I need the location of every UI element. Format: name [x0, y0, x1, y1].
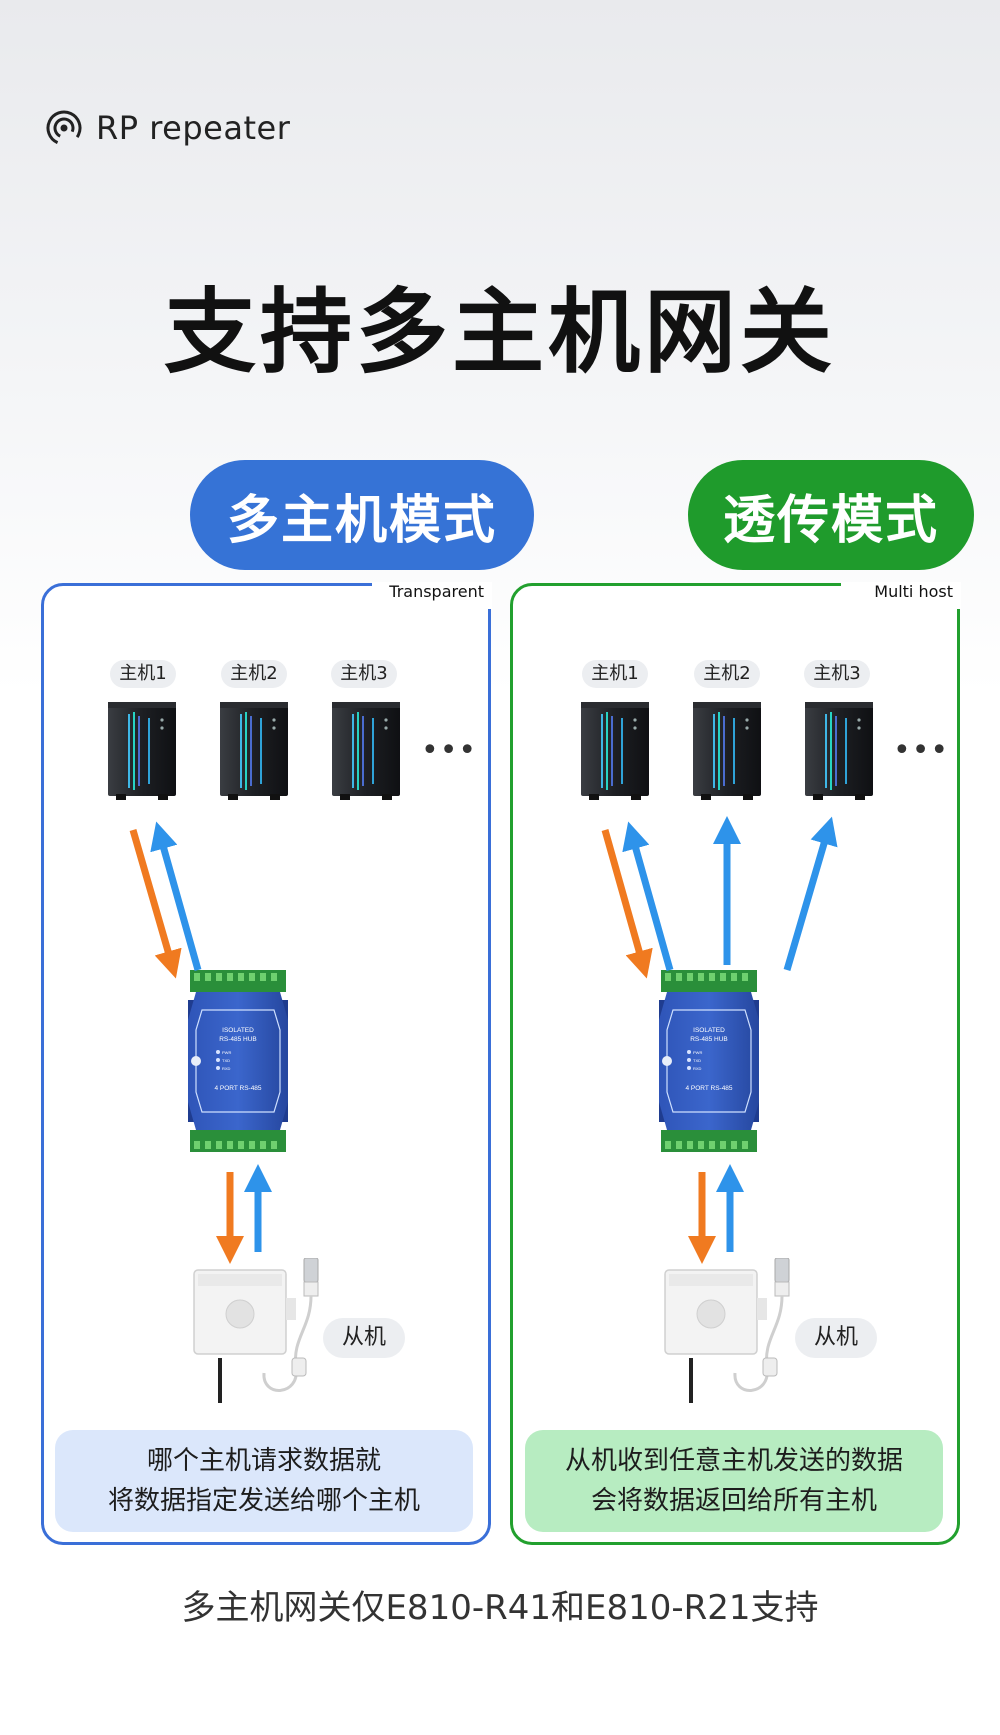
- brand-label: RP repeater: [96, 109, 291, 147]
- more-hosts-ellipsis: •••: [893, 733, 950, 768]
- pc-tower-icon: [581, 702, 649, 800]
- rs485-hub-device: ISOLATED RS-485 HUB PWR TXD RXD 4 PORT R…: [188, 970, 288, 1152]
- rs485-hub-device: ISOLATED RS-485 HUB PWR TXD RXD 4 PORT R…: [659, 970, 759, 1152]
- pc-tower-icon: [805, 702, 873, 800]
- note-line: 哪个主机请求数据就: [146, 1446, 381, 1476]
- slave-sensor-device: [663, 1258, 813, 1408]
- host-label: 主机2: [694, 660, 760, 688]
- host-label: 主机3: [331, 660, 397, 688]
- host-label: 主机1: [110, 660, 176, 688]
- mode-description-note: 从机收到任意主机发送的数据 会将数据返回给所有主机: [525, 1430, 943, 1532]
- hub-text-line3: 4 PORT RS-485: [214, 1085, 261, 1092]
- footer-note: 多主机网关仅E810-R41和E810-R21支持: [181, 1588, 819, 1628]
- mode-bubble-multi-host: 多主机模式: [190, 460, 534, 570]
- pc-tower-icon: [108, 702, 176, 800]
- corner-label: Transparent: [389, 582, 484, 601]
- page-title: 支持多主机网关: [163, 279, 836, 386]
- wireless-signal-icon: [46, 110, 82, 146]
- hub-led-label: RXD: [222, 1066, 231, 1071]
- host-label: 主机1: [582, 660, 648, 688]
- brand: RP repeater: [44, 108, 290, 148]
- hub-text-line3: 4 PORT RS-485: [685, 1085, 732, 1092]
- hub-text-line2: RS-485 HUB: [690, 1036, 728, 1043]
- pc-tower-icon: [220, 702, 288, 800]
- corner-label: Multi host: [874, 582, 953, 601]
- more-hosts-ellipsis: •••: [421, 733, 478, 768]
- hub-text-line2: RS-485 HUB: [219, 1036, 257, 1043]
- mode-bubble-transparent: 透传模式: [688, 460, 974, 570]
- host-label: 主机3: [804, 660, 870, 688]
- note-line: 从机收到任意主机发送的数据: [564, 1446, 903, 1476]
- slave-label: 从机: [795, 1318, 877, 1358]
- hub-led-label: PWR: [222, 1050, 231, 1055]
- mode-description-note: 哪个主机请求数据就 将数据指定发送给哪个主机: [55, 1430, 473, 1532]
- note-line: 将数据指定发送给哪个主机: [107, 1486, 420, 1516]
- hub-led-label: TXD: [222, 1058, 230, 1063]
- note-line: 会将数据返回给所有主机: [590, 1486, 877, 1516]
- pc-tower-icon: [693, 702, 761, 800]
- hub-text-line1: ISOLATED: [693, 1027, 725, 1034]
- hub-led-label: PWR: [693, 1050, 702, 1055]
- slave-sensor-device: [192, 1258, 342, 1408]
- hub-text-line1: ISOLATED: [222, 1027, 254, 1034]
- host-label: 主机2: [221, 660, 287, 688]
- hub-led-label: RXD: [693, 1066, 702, 1071]
- pc-tower-icon: [332, 702, 400, 800]
- slave-label: 从机: [323, 1318, 405, 1358]
- hub-led-label: TXD: [693, 1058, 701, 1063]
